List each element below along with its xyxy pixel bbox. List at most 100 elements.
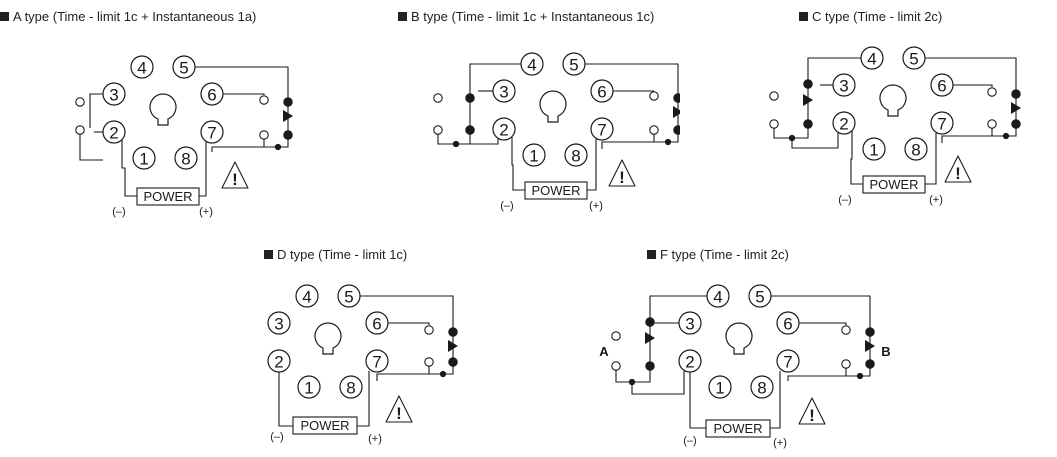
warning-icon	[608, 159, 636, 187]
pin-label: 8	[911, 141, 920, 160]
pin-label: 6	[783, 315, 792, 334]
wire	[388, 322, 430, 325]
pin-label: 3	[274, 315, 283, 334]
pin-label: 7	[783, 353, 792, 372]
contact-terminal-filled	[645, 361, 655, 371]
socket-key	[879, 84, 907, 117]
pin-circle	[832, 111, 856, 135]
polarity-negative: (–)	[838, 194, 851, 206]
contact-terminal-filled	[865, 359, 875, 369]
pin-label: 2	[274, 353, 283, 372]
power-label: POWER	[713, 421, 762, 436]
warning-symbol: !	[955, 164, 961, 183]
contact-label-a: A	[599, 344, 609, 359]
contact-terminal-filled	[803, 79, 813, 89]
power-label: POWER	[531, 183, 580, 198]
warning-icon	[944, 155, 972, 183]
pin-label: 4	[137, 59, 146, 78]
diagram-title: B type (Time - limit 1c + Instantaneous …	[398, 9, 654, 24]
pin-circle	[130, 55, 154, 79]
pin-label: 6	[597, 83, 606, 102]
wire	[791, 133, 839, 149]
wire	[953, 84, 993, 87]
pin-label: 3	[685, 315, 694, 334]
pin-label: 7	[597, 121, 606, 140]
wire	[357, 371, 370, 427]
power-box	[136, 187, 200, 206]
pin-circle	[297, 375, 321, 399]
polarity-negative: (–)	[270, 431, 283, 443]
contact-terminal-open	[424, 357, 434, 367]
pin-circle	[365, 349, 389, 373]
pin-label: 7	[372, 353, 381, 372]
pin-circle	[200, 120, 224, 144]
wire	[689, 372, 706, 429]
pin-label: 4	[713, 288, 722, 307]
warning-symbol: !	[619, 168, 625, 187]
wire	[770, 371, 781, 429]
pin-label: 1	[869, 141, 878, 160]
contact-terminal-open	[649, 125, 659, 135]
bullet-square-icon	[264, 250, 273, 259]
contact-terminal-filled	[645, 317, 655, 327]
polarity-negative: (–)	[683, 435, 696, 447]
polarity-positive: (+)	[773, 437, 787, 449]
contact-terminal-open	[611, 361, 621, 371]
wire	[925, 133, 937, 185]
warning-symbol: !	[232, 170, 238, 189]
contact-terminal-filled	[283, 130, 293, 140]
wire	[456, 139, 499, 145]
contact-terminal-open	[424, 325, 434, 335]
socket-key	[314, 322, 342, 355]
pin-label: 1	[304, 379, 313, 398]
pin-label: 5	[179, 59, 188, 78]
polarity-negative: (–)	[112, 206, 125, 218]
wire	[799, 322, 847, 325]
wire	[469, 63, 521, 98]
contact-terminal-open	[987, 87, 997, 97]
socket-key	[149, 93, 177, 126]
time-limit-arrow	[673, 106, 680, 118]
pin-circle	[750, 375, 774, 399]
warning-icon	[798, 397, 826, 425]
wire	[807, 57, 861, 82]
warning-icon	[385, 395, 413, 423]
pin-label: 7	[937, 115, 946, 134]
polarity-positive: (+)	[929, 194, 943, 206]
pin-circle	[174, 146, 198, 170]
power-box	[524, 181, 588, 200]
wire	[649, 295, 707, 320]
pin-label: 2	[839, 115, 848, 134]
pin-label: 3	[839, 77, 848, 96]
bullet-square-icon	[647, 250, 656, 259]
pin-circle	[132, 146, 156, 170]
warning-icon	[221, 161, 249, 189]
diagram-title: A type (Time - limit 1c + Instantaneous …	[0, 9, 256, 24]
pin-label: 8	[571, 147, 580, 166]
contact-terminal-filled	[803, 119, 813, 129]
wire	[79, 134, 103, 161]
contact-terminal-open	[259, 130, 269, 140]
wire	[850, 131, 863, 185]
wire	[89, 93, 103, 128]
wire	[771, 295, 871, 328]
wire	[376, 373, 443, 381]
diagram-title: C type (Time - limit 2c)	[799, 9, 942, 24]
power-label: POWER	[300, 418, 349, 433]
polarity-positive: (+)	[199, 206, 213, 218]
pin-label: 5	[755, 288, 764, 307]
contact-terminal-open	[649, 91, 659, 101]
warning-symbol: !	[396, 404, 402, 423]
wire	[278, 372, 293, 427]
contact-terminal-open	[75, 125, 85, 135]
pin-label: 5	[344, 288, 353, 307]
contact-terminal-open	[75, 97, 85, 107]
pin-circle	[776, 349, 800, 373]
polarity-positive: (+)	[368, 433, 382, 445]
pin-label: 4	[302, 288, 311, 307]
power-box	[862, 175, 926, 194]
power-label: POWER	[143, 189, 192, 204]
